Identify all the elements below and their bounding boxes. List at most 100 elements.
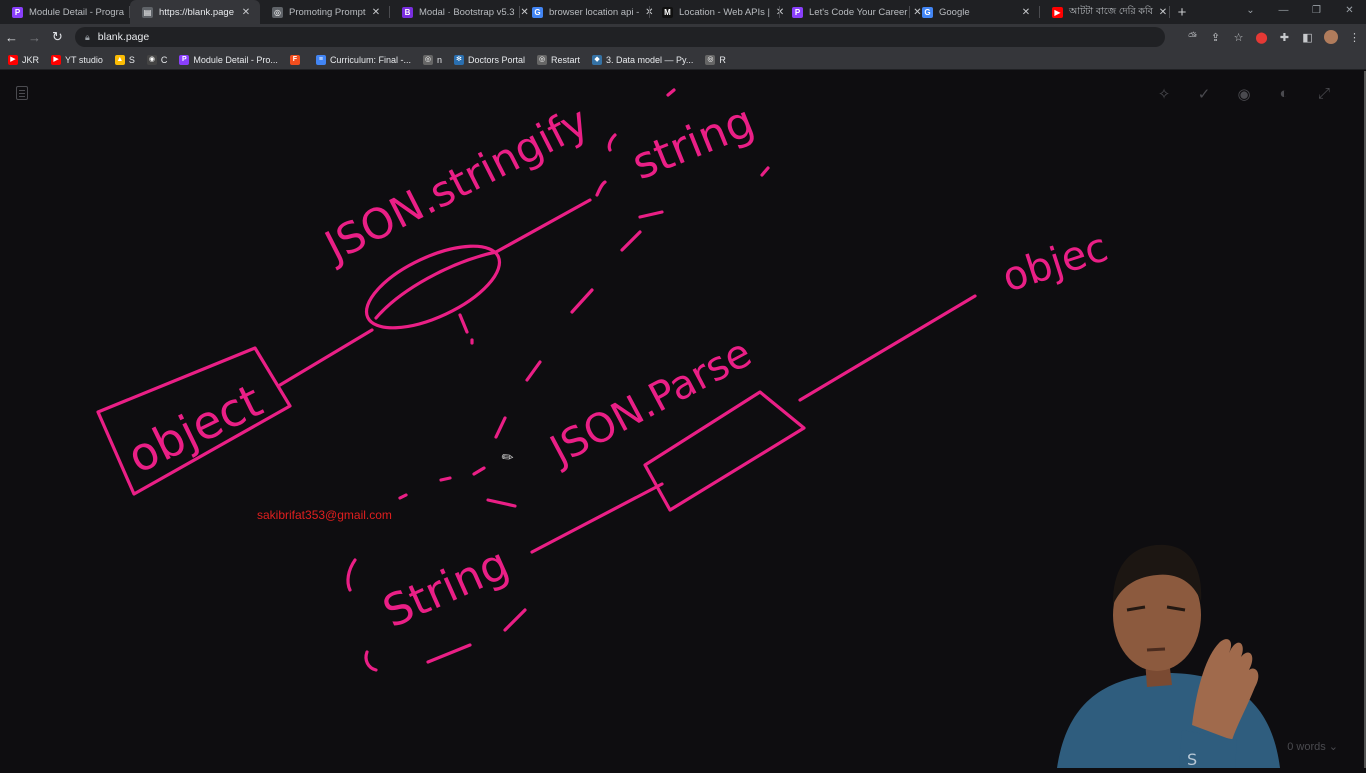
presenter-figure: S bbox=[1057, 544, 1280, 769]
bookmark-favicon-icon: ◎ bbox=[705, 54, 716, 65]
lock-icon[interactable]: 🔒︎ bbox=[85, 31, 90, 42]
tab-close-icon[interactable]: ✕ bbox=[913, 6, 922, 18]
tab-close-icon[interactable]: ✕ bbox=[241, 6, 251, 18]
bookmark-item[interactable]: F bbox=[289, 54, 304, 65]
bookmark-item[interactable]: ◉C bbox=[146, 54, 168, 65]
tab-favicon-icon: P bbox=[12, 6, 23, 18]
new-tab-icon[interactable]: + bbox=[1177, 3, 1187, 21]
address-bar[interactable]: 🔒︎ blank.page bbox=[75, 27, 1165, 47]
tab-title: Promoting Prompt bbox=[289, 6, 366, 18]
reload-icon[interactable]: ↻ bbox=[52, 29, 63, 44]
bookmark-item[interactable]: ◎R bbox=[705, 54, 726, 65]
tab-favicon-icon: G bbox=[922, 6, 933, 18]
contrast-icon[interactable]: ◐ bbox=[1279, 85, 1289, 102]
eye-icon[interactable]: ◉ bbox=[1237, 86, 1251, 103]
email-watermark: sakibrifat353@gmail.com bbox=[257, 508, 392, 522]
browser-toolbar: ← → ↻ 🔒︎ blank.page ⛅︎ ⇪ ☆ ⬤ ✚ ◧ ⋮ bbox=[0, 24, 1366, 50]
tab-favicon-icon: ▤ bbox=[142, 6, 153, 18]
extension-red-icon[interactable]: ⬤ bbox=[1255, 31, 1268, 44]
browser-tab[interactable]: B Modal · Bootstrap v5.3 ✕ bbox=[390, 0, 529, 24]
menu-kebab-icon[interactable]: ⋮ bbox=[1349, 31, 1360, 44]
browser-tab[interactable]: ▤ https://blank.page ✕ bbox=[130, 0, 260, 24]
bookmark-label: S bbox=[128, 54, 135, 65]
bookmark-item[interactable]: ✻Doctors Portal bbox=[453, 54, 525, 65]
forward-icon[interactable]: → bbox=[28, 29, 41, 45]
profile-avatar[interactable] bbox=[1324, 30, 1338, 44]
bookmark-label: Curriculum: Final -... bbox=[329, 54, 411, 65]
spellcheck-icon[interactable]: ✓ bbox=[1197, 86, 1211, 103]
bookmark-item[interactable]: ▲S bbox=[114, 54, 135, 65]
bookmark-favicon-icon: P bbox=[179, 54, 190, 65]
bookmark-label: 3. Data model — Py... bbox=[606, 54, 694, 65]
tab-favicon-icon: P bbox=[792, 6, 803, 18]
tab-title: Location - Web APIs | bbox=[679, 6, 771, 18]
browser-tab[interactable]: G Google ✕ bbox=[910, 0, 1040, 24]
tab-title: আটটা বাজে দেরি কবি bbox=[1069, 5, 1153, 17]
document-icon[interactable] bbox=[16, 86, 28, 100]
bookmark-star-icon[interactable]: ☆ bbox=[1233, 31, 1244, 44]
bookmark-item[interactable]: ▶YT studio bbox=[51, 54, 103, 65]
bookmark-favicon-icon: ◆ bbox=[592, 54, 603, 65]
restore-icon[interactable]: ❐ bbox=[1312, 5, 1321, 16]
word-count[interactable]: 0 words ⌄ bbox=[1287, 741, 1338, 753]
bookmark-label: R bbox=[719, 54, 726, 65]
minimize-icon[interactable]: — bbox=[1278, 5, 1289, 16]
bookmark-favicon-icon: ✻ bbox=[453, 54, 464, 65]
bookmark-item[interactable]: ≡Curriculum: Final -... bbox=[315, 54, 411, 65]
bookmark-label: Module Detail - Pro... bbox=[193, 54, 278, 65]
bookmark-favicon-icon: F bbox=[289, 54, 300, 65]
tab-favicon-icon: ▶ bbox=[1052, 6, 1063, 18]
save-page-icon[interactable]: ⛅︎ bbox=[1188, 30, 1197, 43]
tab-title: Module Detail - Progra bbox=[29, 6, 125, 18]
fullscreen-icon[interactable]: ⤢ bbox=[1317, 85, 1330, 102]
address-text: blank.page bbox=[97, 31, 150, 43]
bookmark-favicon-icon: ▶ bbox=[51, 54, 62, 65]
tab-favicon-icon: G bbox=[532, 6, 543, 18]
tab-close-icon[interactable]: ✕ bbox=[1158, 6, 1168, 18]
bookmark-favicon-icon: ≡ bbox=[315, 54, 326, 65]
side-panel-icon[interactable]: ◧ bbox=[1302, 31, 1313, 44]
tab-close-icon[interactable]: ✕ bbox=[775, 6, 785, 18]
bookmark-label: YT studio bbox=[65, 54, 103, 65]
browser-tab[interactable]: ▶ আটটা বাজে দেরি কবি ✕ bbox=[1040, 0, 1170, 24]
tab-title: browser location api - bbox=[549, 6, 640, 18]
extensions-puzzle-icon[interactable]: ✚ bbox=[1279, 31, 1290, 44]
bookmark-label: Restart bbox=[551, 54, 581, 65]
bookmark-item[interactable]: ◎n bbox=[422, 54, 442, 65]
bookmark-favicon-icon: ▶ bbox=[8, 54, 18, 65]
tab-search-icon[interactable]: ⌄ bbox=[1246, 5, 1255, 16]
tab-close-icon[interactable]: ✕ bbox=[520, 6, 529, 18]
bookmark-label: n bbox=[436, 54, 442, 65]
tab-close-icon[interactable]: ✕ bbox=[1021, 6, 1031, 18]
canvas-toolbar: ✧ ✓ ◉ ◐ ⤢ bbox=[1144, 85, 1344, 103]
tab-title: https://blank.page bbox=[159, 6, 234, 18]
browser-tab[interactable]: M Location - Web APIs | ✕ bbox=[650, 0, 784, 24]
bookmark-item[interactable]: ◎Restart bbox=[537, 54, 581, 65]
back-icon[interactable]: ← bbox=[5, 29, 18, 45]
tab-title: Let's Code Your Career bbox=[809, 6, 908, 18]
browser-tab[interactable]: P Let's Code Your Career ✕ bbox=[780, 0, 922, 24]
tab-close-icon[interactable]: ✕ bbox=[371, 6, 381, 18]
bookmark-favicon-icon: ◉ bbox=[146, 54, 157, 65]
tab-favicon-icon: M bbox=[662, 6, 673, 18]
tab-title: Modal · Bootstrap v5.3 bbox=[419, 6, 515, 18]
bookmark-item[interactable]: ◆3. Data model — Py... bbox=[592, 54, 694, 65]
bookmark-favicon-icon: ▲ bbox=[114, 54, 125, 65]
browser-tab[interactable]: ◎ Promoting Prompt ✕ bbox=[260, 0, 390, 24]
bookmark-label: C bbox=[160, 54, 168, 65]
tab-strip: P Module Detail - Progra ✕ ▤ https://blank.p… bbox=[0, 0, 1366, 24]
sparkle-icon[interactable]: ✧ bbox=[1157, 86, 1171, 103]
tab-favicon-icon: B bbox=[402, 6, 413, 18]
scrollbar-edge bbox=[1364, 71, 1366, 768]
share-icon[interactable]: ⇪ bbox=[1210, 31, 1221, 44]
close-window-icon[interactable]: ✕ bbox=[1345, 5, 1354, 16]
tab-title: Google bbox=[939, 6, 970, 18]
tab-favicon-icon: ◎ bbox=[272, 6, 283, 18]
bookmark-favicon-icon: ◎ bbox=[422, 54, 433, 65]
window-controls: ⌄ — ❐ ✕ bbox=[1234, 0, 1366, 24]
bookmark-item[interactable]: ▶JKR bbox=[8, 54, 39, 65]
